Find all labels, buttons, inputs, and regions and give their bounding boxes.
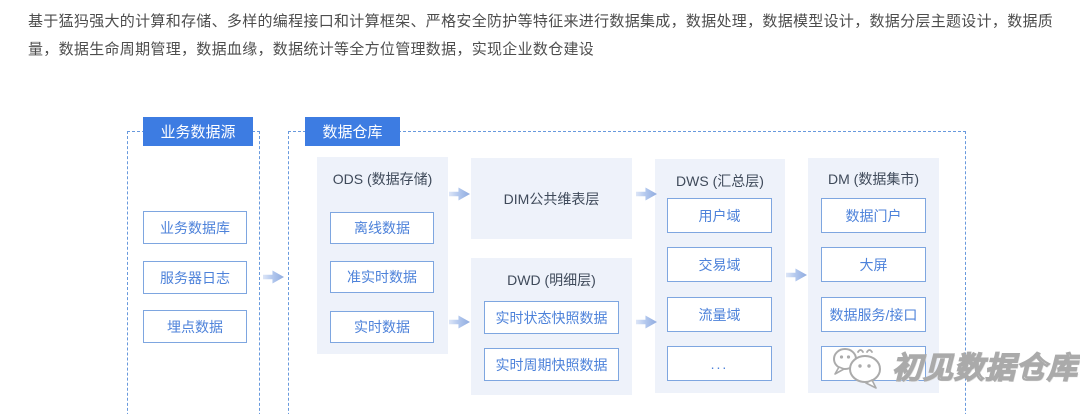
dwd-title: DWD (明细层) (507, 272, 596, 288)
dim-title: DIM公共维表层 (503, 190, 600, 207)
dwd-box-period-snapshot: 实时周期快照数据 (484, 348, 619, 381)
dim-panel: DIM公共维表层 (471, 158, 632, 239)
source-group: 业务数据源 业务数据库 服务器日志 埋点数据 (127, 117, 260, 414)
watermark-text: 初见数据仓库 (891, 351, 1078, 385)
source-box-business-db: 业务数据库 (143, 211, 247, 244)
source-box-tracking-data: 埋点数据 (143, 310, 247, 343)
dm-panel: DM (数据集市) 数据门户 大屏 数据服务/接口 (808, 158, 939, 393)
arrow-right-icon (263, 270, 284, 284)
wechat-icon (833, 348, 881, 389)
dwd-box-status-snapshot: 实时状态快照数据 (484, 301, 619, 334)
dws-box-ellipsis: ... (667, 346, 772, 381)
ods-panel: ODS (数据存储) 离线数据 准实时数据 实时数据 (317, 157, 448, 354)
dws-box-user-domain: 用户域 (667, 198, 772, 233)
dws-title: DWS (汇总层) (676, 173, 764, 189)
dm-box-data-service: 数据服务/接口 (821, 297, 926, 332)
intro-text: 基于猛犸强大的计算和存储、多样的编程接口和计算框架、严格安全防护等特征来进行数据… (28, 13, 1054, 58)
ods-title: ODS (数据存储) (332, 171, 433, 187)
warehouse-group-badge: 数据仓库 (305, 117, 400, 146)
dm-title: DM (数据集市) (828, 171, 919, 187)
ods-box-realtime: 实时数据 (330, 311, 434, 343)
dws-panel: DWS (汇总层) 用户域 交易域 流量域 ... (655, 159, 785, 393)
dm-box-data-portal: 数据门户 (821, 198, 926, 233)
warehouse-group: 数据仓库 ODS (数据存储) 离线数据 准实时数据 实时数据 DIM公共维表层… (288, 117, 966, 414)
watermark: 初见数据仓库 (830, 340, 1078, 390)
source-group-badge: 业务数据源 (143, 117, 253, 146)
dws-box-trade-domain: 交易域 (667, 247, 772, 282)
dws-box-traffic-domain: 流量域 (667, 297, 772, 332)
dwd-panel: DWD (明细层) 实时状态快照数据 实时周期快照数据 (471, 258, 632, 395)
ods-box-offline: 离线数据 (330, 212, 434, 244)
dm-box-big-screen: 大屏 (821, 247, 926, 282)
source-box-server-log: 服务器日志 (143, 261, 247, 294)
ods-box-near-realtime: 准实时数据 (330, 261, 434, 293)
